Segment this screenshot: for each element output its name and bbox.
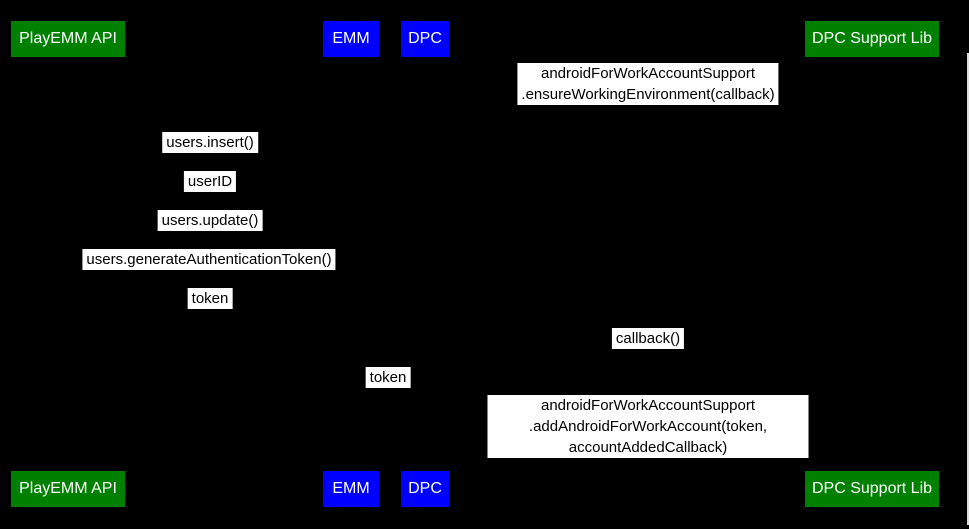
actor-emm-bottom: EMM: [323, 471, 379, 507]
message-users-update: users.update(): [157, 210, 263, 231]
message-users-insert: users.insert(): [162, 132, 258, 153]
actor-dpc-support-lib-top: DPC Support Lib: [805, 21, 939, 57]
actor-dpc-support-lib-bottom: DPC Support Lib: [805, 471, 939, 507]
message-callback: callback(): [611, 328, 685, 349]
message-generate-authentication-token: users.generateAuthenticationToken(): [82, 249, 336, 270]
actor-dpc-bottom: DPC: [401, 471, 449, 507]
actor-playemm-api-top: PlayEMM API: [11, 21, 125, 57]
actor-emm-top: EMM: [323, 21, 379, 57]
message-add-android-for-work-account: androidForWorkAccountSupport .addAndroid…: [487, 395, 809, 458]
vertical-scrollbar[interactable]: [967, 53, 969, 525]
message-ensure-working-environment: androidForWorkAccountSupport .ensureWork…: [517, 63, 779, 105]
message-user-id: userID: [183, 171, 237, 192]
actor-playemm-api-bottom: PlayEMM API: [11, 471, 125, 507]
message-token-to-emm: token: [187, 288, 233, 309]
actor-dpc-top: DPC: [401, 21, 449, 57]
message-token-to-dpc: token: [365, 367, 411, 388]
